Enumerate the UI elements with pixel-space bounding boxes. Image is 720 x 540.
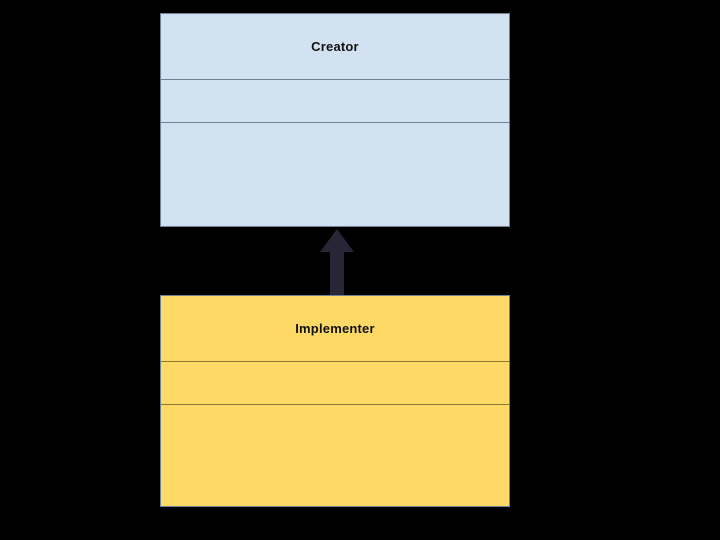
implementer-name-compartment: Implementer <box>161 296 509 361</box>
implementer-attributes-compartment <box>161 362 509 404</box>
arrow-implementer-to-creator[interactable] <box>318 228 356 298</box>
creator-operations-compartment <box>161 123 509 226</box>
implementer-operations-compartment <box>161 405 509 506</box>
implementer-divider-2 <box>161 404 509 405</box>
creator-attributes-compartment <box>161 80 509 122</box>
uml-class-creator[interactable]: Creator <box>160 13 510 227</box>
creator-divider-2 <box>161 122 509 123</box>
arrow-head-icon <box>320 229 354 298</box>
creator-divider-1 <box>161 79 509 80</box>
uml-class-implementer[interactable]: Implementer <box>160 295 510 507</box>
creator-name-compartment: Creator <box>161 14 509 79</box>
implementer-divider-1 <box>161 361 509 362</box>
implementer-class-name: Implementer <box>295 321 375 336</box>
creator-class-name: Creator <box>311 39 359 54</box>
